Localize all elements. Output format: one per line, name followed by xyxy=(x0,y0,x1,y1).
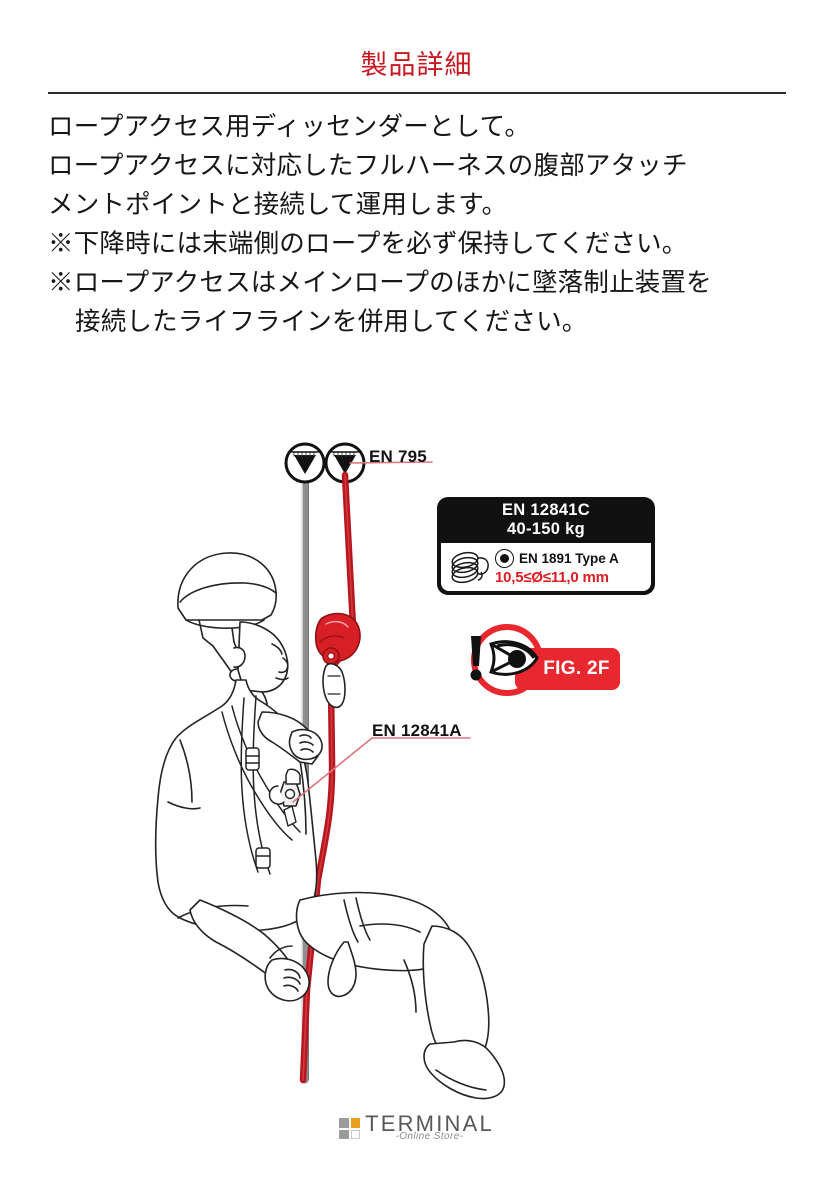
helmet xyxy=(177,552,277,682)
logo-tagline: -Online Store- xyxy=(395,1131,464,1142)
figure-label-text: FIG. 2F xyxy=(543,658,610,679)
rope-coil-icon xyxy=(451,551,489,584)
logo-square-bottom-left xyxy=(339,1129,349,1139)
spec-rope-type-row: EN 1891 Type A xyxy=(495,548,619,568)
descender-device xyxy=(314,612,361,709)
product-description: ロープアクセス用ディッセンダーとして。 ロープアクセスに対応したフルハーネスの腹… xyxy=(48,108,808,342)
logo-square-top-left xyxy=(339,1118,349,1128)
anchor-point-right xyxy=(324,442,366,484)
legs xyxy=(295,891,506,1100)
spec-text-column: EN 1891 Type A 10,5≤Ø≤11,0 mm xyxy=(495,548,619,586)
annotation-label-en795: EN 795 xyxy=(369,447,427,466)
description-line: 接続したライフラインを併用してください。 xyxy=(75,308,588,336)
logo-wordmark: TERMINAL xyxy=(365,1111,494,1136)
spec-standard: EN 12841C xyxy=(501,501,590,519)
logo-mark-icon xyxy=(339,1118,361,1139)
head xyxy=(233,621,289,711)
lower-arm-braking-hand xyxy=(189,899,310,1002)
description-line: ロープアクセスに対応したフルハーネスの腹部アタッチ xyxy=(48,152,688,180)
title-divider xyxy=(48,92,786,94)
figure-reference-badge: FIG. 2F xyxy=(455,620,620,708)
annotation-label-en12841a: EN 12841A xyxy=(372,721,462,740)
leader-line-en795 xyxy=(349,461,433,464)
logo-inner: TERMINAL -Online Store- xyxy=(339,1112,494,1142)
description-line: ※ロープアクセスはメインロープのほかに墜落制止装置を xyxy=(48,269,712,297)
upper-arm-reaching xyxy=(257,711,323,765)
spec-weight-range: 40-150 kg xyxy=(507,520,585,538)
logo-square-bottom-right xyxy=(350,1129,361,1139)
description-line: メントポイントと接続して運用します。 xyxy=(48,191,508,219)
leader-line-en12841a xyxy=(292,737,471,803)
carabiner xyxy=(322,663,346,709)
spec-rope-type: EN 1891 Type A xyxy=(519,550,619,566)
footer-logo[interactable]: TERMINAL -Online Store- xyxy=(0,1112,833,1142)
spec-badge-en12841c: EN 12841C 40-150 kg EN 1891 Type A 10,5≤… xyxy=(437,497,655,595)
spec-rope-diameter: 10,5≤Ø≤11,0 mm xyxy=(495,568,609,586)
logo-square-top-right xyxy=(350,1118,361,1128)
harness-straps xyxy=(221,695,301,875)
warning-eye-icon xyxy=(470,624,543,696)
climber-figure xyxy=(154,552,506,1100)
spec-badge-body: EN 1891 Type A 10,5≤Ø≤11,0 mm xyxy=(441,543,651,591)
spec-badge-header: EN 12841C 40-150 kg xyxy=(437,497,655,543)
description-line: ロープアクセス用ディッセンダーとして。 xyxy=(48,113,531,141)
rope-access-illustration xyxy=(0,430,833,1100)
anchor-point-left xyxy=(284,442,326,484)
logo-text-block: TERMINAL -Online Store- xyxy=(365,1112,494,1142)
rope-grab-device xyxy=(268,768,301,827)
rope-type-dot-icon xyxy=(495,548,514,568)
description-line: ※下降時には末端側のロープを必ず保持してください。 xyxy=(48,230,688,258)
page-title: 製品詳細 xyxy=(360,50,473,80)
